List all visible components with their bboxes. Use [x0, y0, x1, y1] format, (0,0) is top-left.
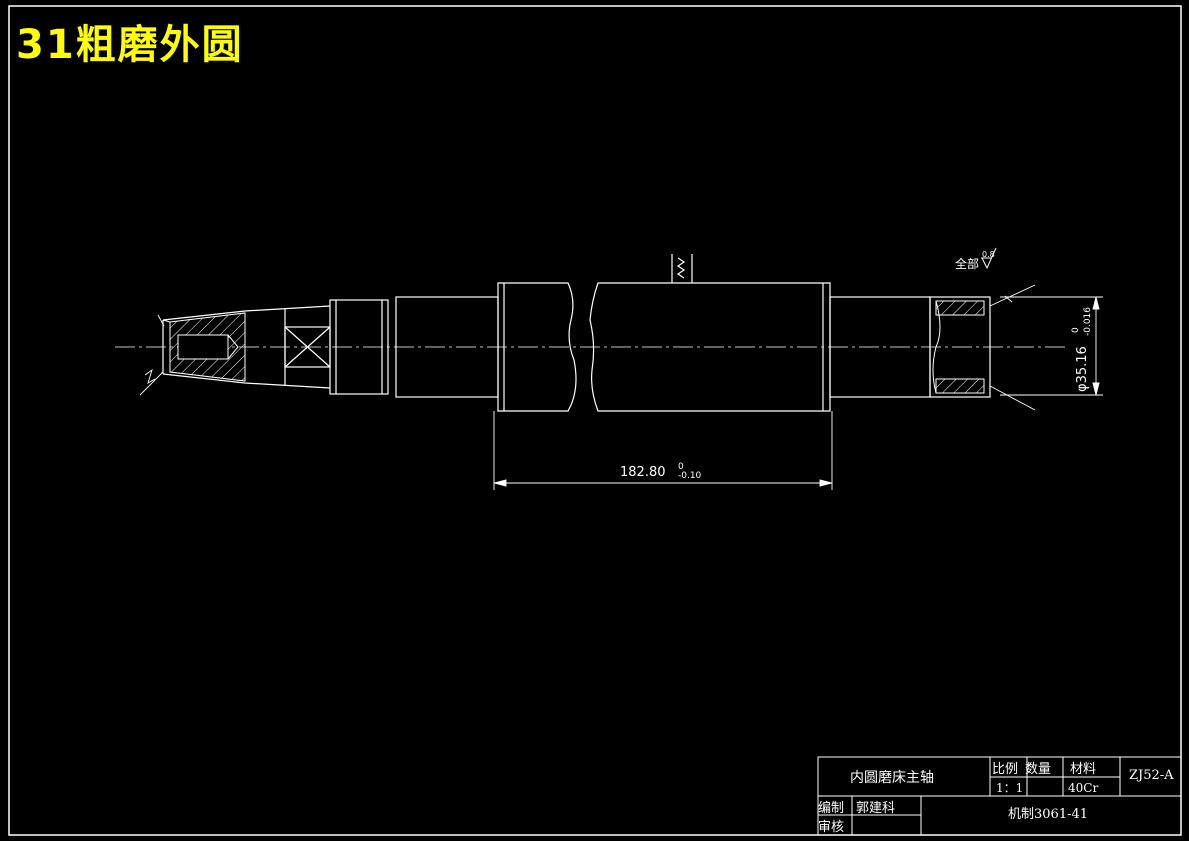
- surface-finish-note: 全部: [955, 256, 979, 271]
- tb-scale-label: 比例: [992, 762, 1018, 777]
- dim-diameter: φ35.16: [1075, 346, 1090, 392]
- tb-reviewer-label: 审核: [818, 820, 844, 835]
- dim-length-tol-upper: 0: [678, 462, 684, 472]
- dim-length: 182.80: [620, 465, 666, 480]
- tb-scale-value: 1：1: [996, 781, 1023, 795]
- surface-finish-value: 0.8: [982, 250, 995, 259]
- tb-material-value: 40Cr: [1068, 781, 1098, 795]
- tb-drawing-number: ZJ52-A: [1129, 768, 1174, 783]
- tb-drafter-name: 郭建科: [856, 800, 895, 816]
- drawing-border: [8, 5, 1182, 836]
- dim-diameter-tol-upper: 0: [1071, 327, 1081, 333]
- dim-length-tol-lower: -0.10: [678, 471, 702, 481]
- length-dimension: [493, 411, 833, 490]
- tb-course-code: 机制3061-41: [1008, 807, 1088, 822]
- tb-quantity-label: 数量: [1025, 762, 1051, 777]
- tb-material-label: 材料: [1070, 762, 1096, 777]
- shaft-outline: [162, 254, 991, 412]
- tb-drafter-label: 编制: [818, 801, 844, 816]
- tb-part-name: 内圆磨床主轴: [850, 770, 934, 786]
- right-section-hatch: [932, 300, 985, 394]
- surface-finish-symbol: [981, 247, 997, 270]
- diameter-dimension: [1000, 296, 1103, 396]
- page-title: 31粗磨外圆: [16, 22, 244, 68]
- dim-diameter-tol-lower: -0.016: [1083, 307, 1093, 336]
- left-section-hatch: [162, 312, 246, 382]
- title-block: [817, 756, 1182, 836]
- leader-lines: [139, 284, 1036, 411]
